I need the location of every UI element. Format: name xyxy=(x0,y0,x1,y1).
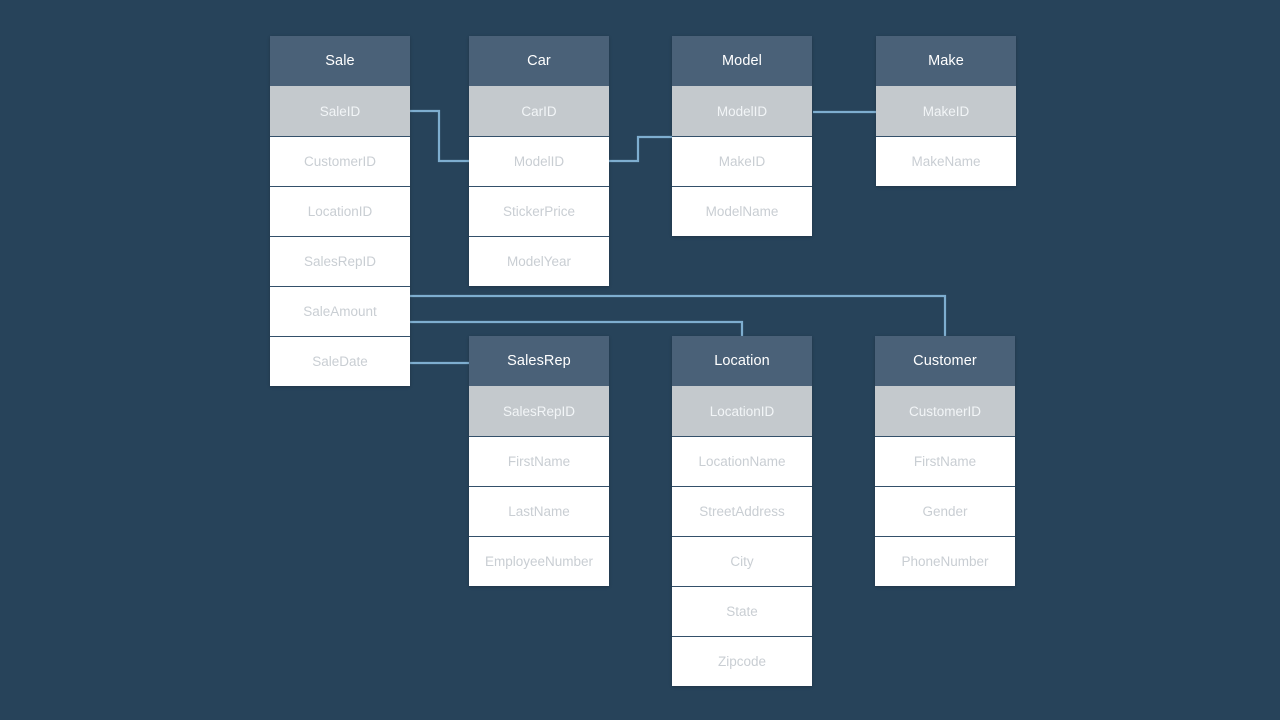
field-row[interactable]: City xyxy=(672,536,812,586)
field-row[interactable]: EmployeeNumber xyxy=(469,536,609,586)
field-row[interactable]: ModelID xyxy=(469,136,609,186)
entity-title: Make xyxy=(876,36,1016,86)
primary-key-row[interactable]: SaleID xyxy=(270,86,410,136)
entity-title: SalesRep xyxy=(469,336,609,386)
field-row[interactable]: FirstName xyxy=(469,436,609,486)
primary-key-row[interactable]: CarID xyxy=(469,86,609,136)
relationship-line xyxy=(609,135,672,163)
field-row[interactable]: MakeID xyxy=(672,136,812,186)
field-row[interactable]: Zipcode xyxy=(672,636,812,686)
field-row[interactable]: ModelYear xyxy=(469,236,609,286)
field-row[interactable]: SaleDate xyxy=(270,336,410,386)
entity-title: Customer xyxy=(875,336,1015,386)
field-row[interactable]: LocationID xyxy=(270,186,410,236)
primary-key-row[interactable]: MakeID xyxy=(876,86,1016,136)
relationship-line xyxy=(410,320,744,336)
field-row[interactable]: LocationName xyxy=(672,436,812,486)
field-row[interactable]: Gender xyxy=(875,486,1015,536)
field-row[interactable]: CustomerID xyxy=(270,136,410,186)
field-row[interactable]: FirstName xyxy=(875,436,1015,486)
relationship-line xyxy=(410,294,947,336)
field-row[interactable]: StickerPrice xyxy=(469,186,609,236)
entity-title: Sale xyxy=(270,36,410,86)
relationship-line xyxy=(410,109,469,163)
field-row[interactable]: SalesRepID xyxy=(270,236,410,286)
primary-key-row[interactable]: ModelID xyxy=(672,86,812,136)
primary-key-row[interactable]: CustomerID xyxy=(875,386,1015,436)
field-row[interactable]: ModelName xyxy=(672,186,812,236)
field-row[interactable]: PhoneNumber xyxy=(875,536,1015,586)
field-row[interactable]: MakeName xyxy=(876,136,1016,186)
primary-key-row[interactable]: LocationID xyxy=(672,386,812,436)
field-row[interactable]: State xyxy=(672,586,812,636)
entity-title: Car xyxy=(469,36,609,86)
field-row[interactable]: SaleAmount xyxy=(270,286,410,336)
field-row[interactable]: StreetAddress xyxy=(672,486,812,536)
field-row[interactable]: LastName xyxy=(469,486,609,536)
entity-title: Location xyxy=(672,336,812,386)
entity-title: Model xyxy=(672,36,812,86)
primary-key-row[interactable]: SalesRepID xyxy=(469,386,609,436)
